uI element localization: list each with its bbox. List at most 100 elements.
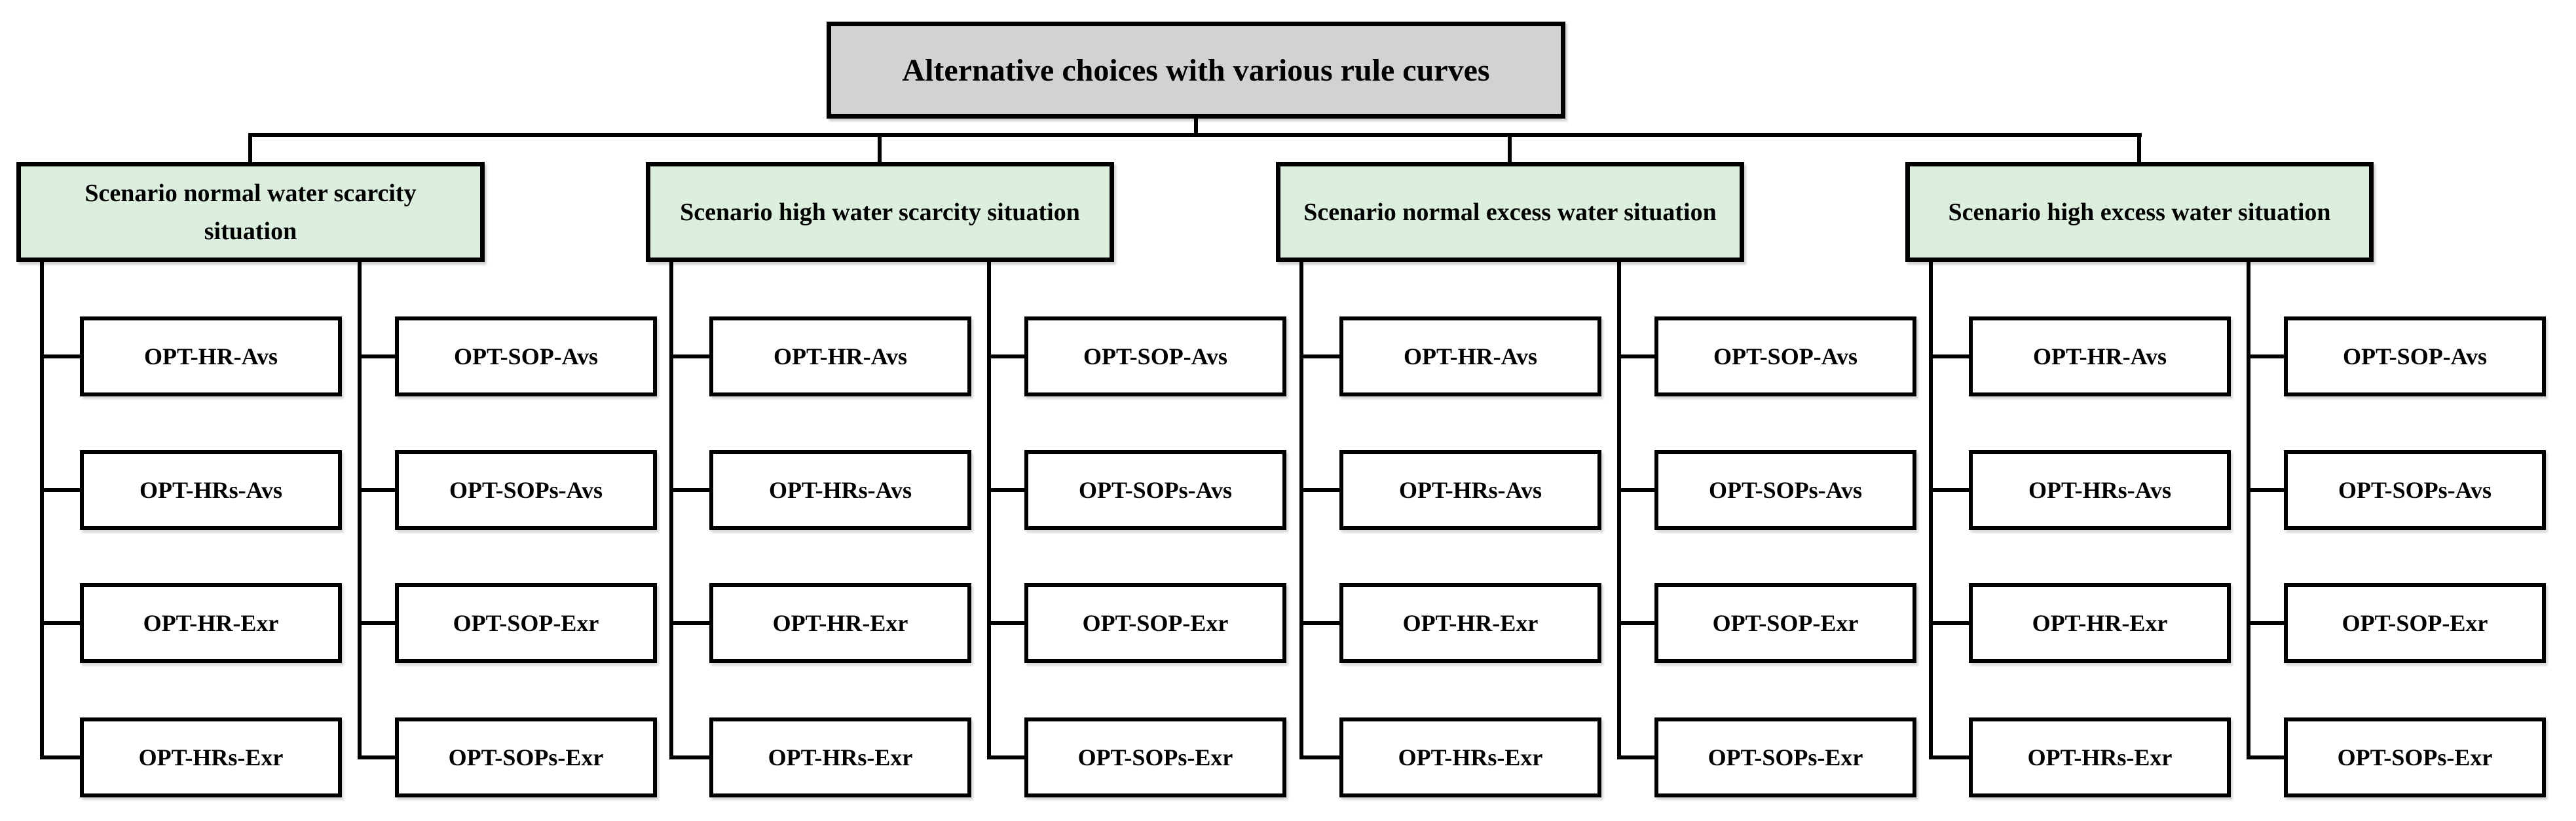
stub-line [1299,755,1339,759]
option-box: OPT-SOPs-Avs [2284,450,2546,530]
option-box: OPT-HR-Exr [80,583,342,663]
scenario-box: Scenario high excess water situation [1905,162,2374,262]
option-label: OPT-HRs-Avs [2028,477,2172,503]
stub-line [1929,621,1969,625]
option-box: OPT-HR-Exr [1339,583,1601,663]
scenario-top-connector [1508,133,1512,166]
option-box: OPT-SOP-Avs [2284,316,2546,396]
stub-line [1617,354,1654,358]
option-label: OPT-HRs-Avs [139,477,283,503]
stub-line [669,755,709,759]
option-label: OPT-SOPs-Avs [1708,477,1863,503]
stub-line [358,621,395,625]
option-box: OPT-SOP-Avs [1024,316,1286,396]
option-box: OPT-HR-Avs [1969,316,2231,396]
scenario-label: Scenario high water scarcity situation [680,198,1080,226]
option-box: OPT-HRs-Exr [80,717,342,797]
horizontal-bus-line [248,133,2142,137]
scenario-label: Scenario normal excess water situation [1303,198,1717,226]
scenario-group-4: Scenario high excess water situation OPT… [1905,0,2546,821]
option-box: OPT-HRs-Exr [709,717,971,797]
stub-line [1929,354,1969,358]
option-box: OPT-HRs-Avs [1339,450,1601,530]
option-box: OPT-SOPs-Exr [2284,717,2546,797]
scenario-label: Scenario normal water scarcity situation [84,179,417,245]
left-spine-line [1929,262,1933,759]
right-spine-line [987,262,991,759]
option-label: OPT-SOPs-Avs [2338,477,2492,503]
stub-line [1299,621,1339,625]
scenario-box: Scenario high water scarcity situation [646,162,1114,262]
root-connector-line [1194,117,1198,136]
option-label: OPT-HR-Avs [143,343,278,370]
option-label: OPT-HRs-Avs [768,477,912,503]
option-label: OPT-HRs-Exr [138,744,284,771]
option-box: OPT-SOPs-Avs [395,450,657,530]
stub-line [669,621,709,625]
option-box: OPT-SOP-Exr [1654,583,1916,663]
option-label: OPT-HR-Exr [143,610,279,636]
stub-line [1929,488,1969,492]
option-label: OPT-SOP-Exr [453,610,599,636]
stub-line [987,488,1024,492]
stub-line [2247,621,2284,625]
left-spine-line [40,262,44,759]
right-spine-line [2247,262,2250,759]
option-box: OPT-SOPs-Exr [395,717,657,797]
scenario-group-2: Scenario high water scarcity situation O… [646,0,1286,821]
scenario-top-connector [2137,133,2141,166]
stub-line [1617,621,1654,625]
option-label: OPT-SOPs-Avs [449,477,603,503]
stub-line [2247,354,2284,358]
right-spine-line [1617,262,1621,759]
stub-line [1617,755,1654,759]
stub-line [987,621,1024,625]
stub-line [987,755,1024,759]
option-label: OPT-HR-Avs [773,343,907,370]
scenario-group-1: Scenario normal water scarcity situation… [16,0,657,821]
stub-line [358,488,395,492]
option-box: OPT-SOPs-Avs [1654,450,1916,530]
root-title-label: Alternative choices with various rule cu… [902,52,1490,88]
option-label: OPT-HR-Avs [2032,343,2167,370]
option-label: OPT-SOPs-Exr [448,744,604,771]
option-box: OPT-SOP-Exr [395,583,657,663]
stub-line [40,354,80,358]
option-box: OPT-HR-Avs [709,316,971,396]
scenario-group-3: Scenario normal excess water situation O… [1276,0,1916,821]
stub-line [358,755,395,759]
option-label: OPT-SOP-Avs [453,343,599,370]
scenario-box: Scenario normal water scarcity situation [16,162,485,262]
option-label: OPT-SOP-Exr [1712,610,1859,636]
left-spine-line [669,262,673,759]
option-label: OPT-HR-Exr [2032,610,2168,636]
left-spine-line [1299,262,1303,759]
option-label: OPT-HRs-Avs [1398,477,1542,503]
option-label: OPT-SOPs-Exr [1077,744,1233,771]
option-box: OPT-SOPs-Exr [1024,717,1286,797]
option-label: OPT-SOPs-Avs [1078,477,1233,503]
option-box: OPT-SOP-Exr [2284,583,2546,663]
option-box: OPT-HRs-Avs [80,450,342,530]
option-box: OPT-SOP-Avs [395,316,657,396]
option-box: OPT-HRs-Avs [709,450,971,530]
option-label: OPT-HRs-Exr [1398,744,1543,771]
option-box: OPT-SOPs-Avs [1024,450,1286,530]
stub-line [40,621,80,625]
right-spine-line [358,262,362,759]
option-label: OPT-SOP-Exr [2342,610,2488,636]
option-label: OPT-HR-Avs [1403,343,1537,370]
option-box: OPT-HRs-Exr [1969,717,2231,797]
option-box: OPT-SOP-Exr [1024,583,1286,663]
stub-line [2247,488,2284,492]
option-box: OPT-SOP-Avs [1654,316,1916,396]
stub-line [1299,488,1339,492]
stub-line [1929,755,1969,759]
stub-line [40,755,80,759]
stub-line [1299,354,1339,358]
option-box: OPT-HR-Avs [1339,316,1601,396]
option-label: OPT-HRs-Exr [768,744,913,771]
option-label: OPT-SOPs-Exr [1708,744,1863,771]
option-label: OPT-HR-Exr [1402,610,1539,636]
option-box: OPT-HR-Avs [80,316,342,396]
